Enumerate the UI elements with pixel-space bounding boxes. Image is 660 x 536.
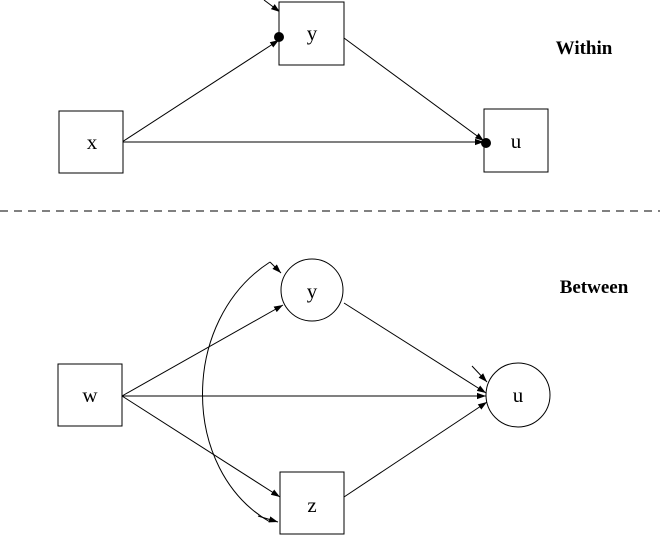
random-intercept-dot-u [481,138,491,148]
node-y-within-label: y [307,21,318,45]
edge-x-to-y [122,40,279,142]
edge-w-to-z [122,396,280,497]
node-y-within: y [279,2,344,65]
between-section: w y u z Between [58,259,629,534]
node-u-within-label: u [511,129,522,153]
within-label: Within [556,38,613,59]
node-z-label: z [307,493,316,517]
node-y-between-label: y [307,279,318,303]
node-x-label: x [87,130,98,154]
node-u-within: u [484,109,548,172]
edge-residual-into-u [472,366,487,382]
node-x: x [59,111,123,173]
covariance-arrow-to-y [270,262,281,273]
edge-z-to-u [344,402,487,497]
edge-y-to-u [344,38,484,141]
node-z: z [280,472,344,534]
random-intercept-dot-y [274,32,284,42]
between-label: Between [560,277,629,298]
node-u-between: u [486,363,550,427]
node-u-between-label: u [513,383,524,407]
within-section: x y u Within [59,0,613,173]
covariance-y-z [203,262,271,522]
node-y-between: y [281,259,343,321]
node-w: w [58,364,122,426]
edge-y-to-u [344,303,486,393]
edge-residual-into-y [264,0,280,12]
node-w-label: w [82,383,98,407]
